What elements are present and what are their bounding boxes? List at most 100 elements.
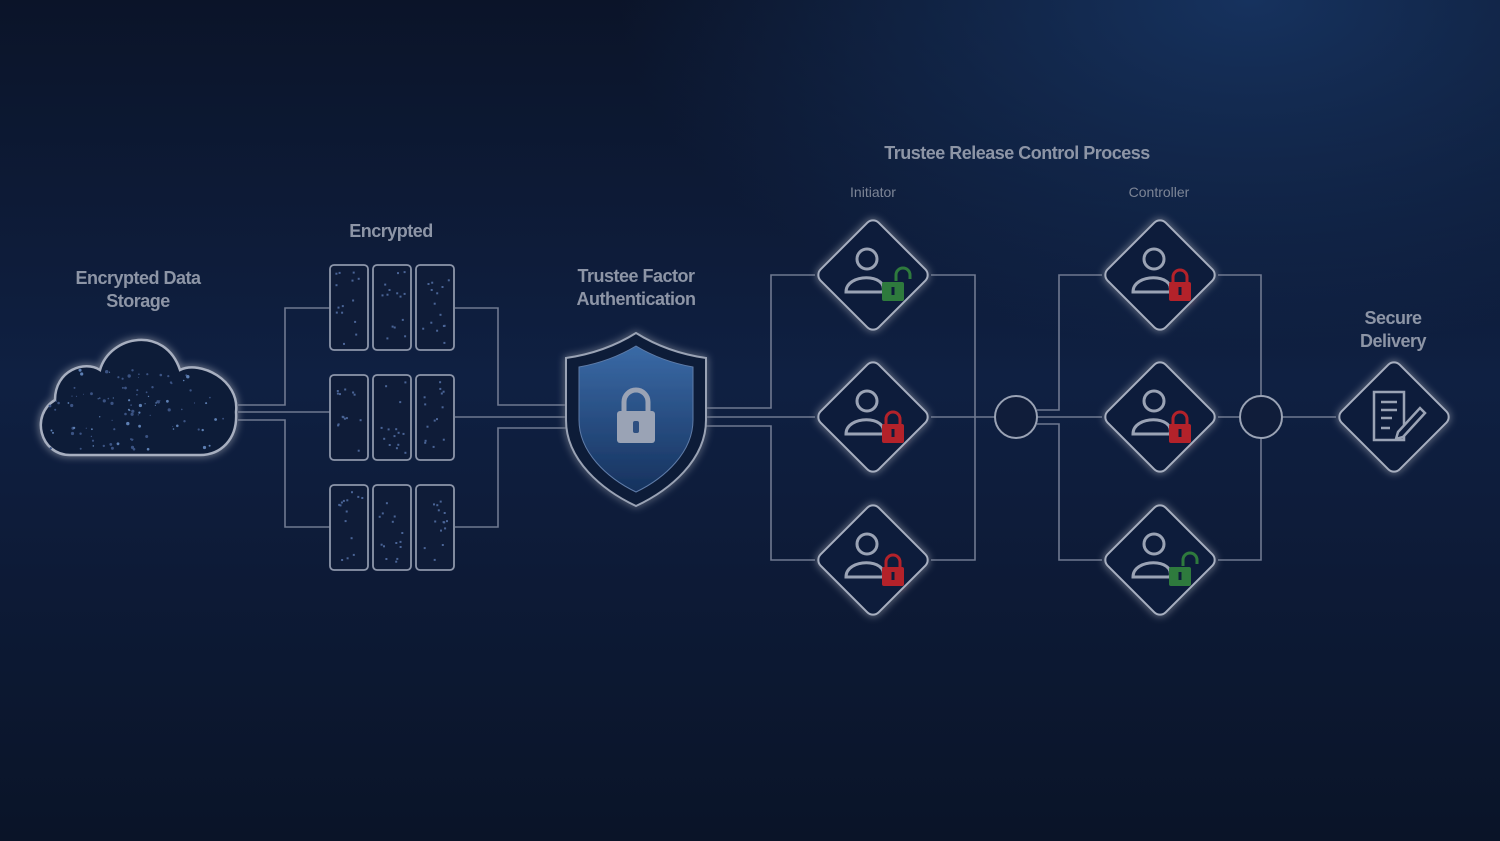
encrypted-block [329, 264, 369, 351]
locked-padlock-icon [1169, 268, 1191, 301]
data-dot [73, 386, 76, 389]
data-bit [423, 547, 426, 550]
data-dot [159, 373, 163, 377]
unlocked-padlock-icon [1169, 551, 1199, 586]
storage-label-line1: Encrypted Data [75, 268, 202, 288]
diamond-frame [817, 361, 929, 473]
data-dot [127, 408, 130, 411]
data-bit [439, 313, 442, 316]
delivery-label-line1: Secure [1364, 308, 1422, 328]
data-bit [354, 320, 357, 323]
data-dot [126, 421, 130, 426]
data-dot [208, 444, 211, 447]
data-dot [48, 404, 52, 408]
diamond-frame [817, 219, 929, 331]
data-bit [439, 500, 442, 503]
connector-lines [238, 274, 1336, 561]
data-dot [193, 402, 196, 404]
data-dot [116, 442, 120, 446]
data-bit [341, 559, 344, 561]
data-bit [361, 497, 364, 499]
data-dot [102, 399, 106, 403]
data-bit [397, 431, 400, 434]
data-dot [209, 396, 211, 399]
data-dot [117, 376, 120, 379]
data-bit [351, 279, 354, 282]
data-dot [181, 408, 183, 411]
data-bit [436, 418, 438, 421]
data-dot [110, 401, 114, 405]
data-dot [138, 411, 141, 414]
diamond-frame [1104, 361, 1216, 473]
delivery-label-line2: Delivery [1360, 331, 1427, 351]
data-bit [391, 520, 394, 523]
data-bit [401, 318, 404, 321]
data-dot [79, 447, 82, 450]
data-bit [404, 335, 407, 338]
controller-node-1 [1104, 219, 1216, 331]
data-bit [381, 294, 384, 297]
data-bit [338, 503, 341, 506]
data-bit [433, 558, 436, 561]
data-bit [386, 337, 389, 340]
data-dot [75, 395, 78, 397]
data-bit [404, 381, 407, 384]
data-dot [167, 408, 171, 412]
data-bit [433, 503, 435, 506]
data-bit [436, 292, 439, 295]
data-dot [78, 368, 82, 372]
data-dot [105, 370, 109, 374]
unlocked-padlock-icon [882, 266, 912, 301]
data-bit [395, 560, 398, 563]
data-bit [443, 512, 446, 514]
data-bit [388, 444, 391, 446]
data-bit [436, 504, 439, 507]
data-dot [108, 371, 111, 373]
data-bit [352, 391, 355, 394]
data-bit [387, 428, 390, 431]
data-bit [441, 406, 444, 409]
data-dot [113, 428, 116, 431]
locked-padlock-icon [1169, 410, 1191, 443]
data-bit [442, 390, 445, 393]
data-dot [127, 374, 131, 378]
data-bit [441, 544, 444, 546]
data-bit [440, 392, 443, 395]
data-dot [97, 398, 99, 400]
data-bit [345, 510, 348, 513]
data-bit [424, 439, 427, 442]
data-bit [439, 387, 442, 390]
data-dot [121, 386, 124, 389]
encrypted-block [329, 374, 369, 461]
data-dot [107, 397, 110, 400]
data-dot [138, 424, 142, 428]
data-bit [378, 515, 381, 518]
data-dot [72, 426, 76, 430]
data-bit [352, 553, 355, 556]
cloud-data-dots [48, 368, 225, 451]
data-dot [144, 403, 146, 405]
data-bit [431, 281, 434, 284]
data-bit [337, 306, 340, 309]
data-dot [132, 447, 136, 451]
encrypted-block [415, 264, 455, 351]
data-bit [381, 512, 384, 515]
data-bit [357, 277, 360, 280]
data-dot [85, 427, 87, 429]
data-dot [137, 414, 139, 416]
data-bit [355, 333, 358, 336]
data-bit [359, 419, 362, 422]
data-dot [111, 419, 113, 421]
encrypted-blocks [329, 264, 455, 571]
data-bit [396, 557, 399, 560]
data-bit [342, 499, 345, 502]
encrypted-block [372, 264, 412, 351]
controller-label: Controller [1129, 184, 1190, 200]
data-bit [383, 545, 385, 548]
data-dot [172, 428, 175, 430]
locked-padlock-icon [882, 410, 904, 443]
shield-lock-icon [565, 331, 707, 508]
data-dot [70, 403, 74, 408]
diamond-frame [1104, 219, 1216, 331]
data-bit [345, 417, 348, 420]
